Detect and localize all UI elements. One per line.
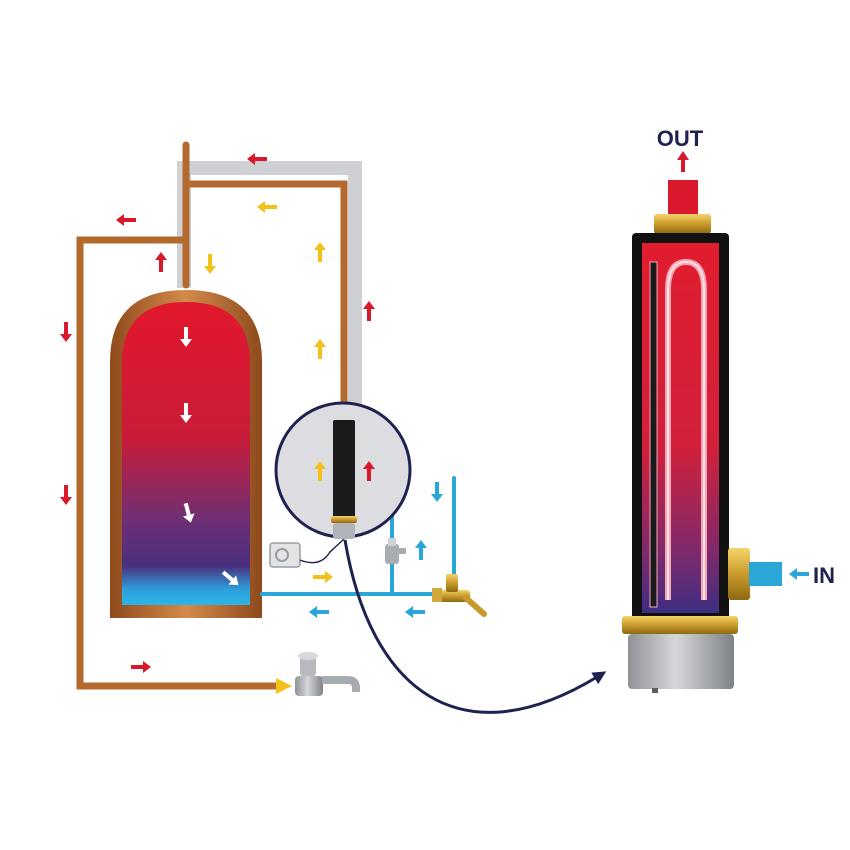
out-arrow-icon (677, 151, 689, 172)
red-arrow-icon (363, 301, 375, 321)
red-arrow-icon (247, 153, 267, 165)
immersion-heater-enlarged (622, 180, 782, 693)
cold-flow-arrows (309, 482, 809, 618)
hot-tap-flow-arrow-icon (276, 678, 292, 694)
immersion-heater-small (333, 420, 355, 520)
outlet-brass-nut (654, 214, 711, 234)
blue-arrow-icon (415, 540, 427, 560)
cold-tap (432, 574, 487, 617)
yellow-arrow-icon (313, 571, 333, 583)
yellow-arrow-icon (257, 201, 277, 213)
out-label: OUT (657, 126, 704, 151)
copper-pipework (76, 141, 348, 690)
inlet-nozzle (749, 562, 782, 586)
sensor-rod (649, 261, 658, 608)
red-arrow-icon (116, 214, 136, 226)
isolation-valve (385, 538, 406, 564)
warm-flow-arrows (204, 201, 333, 583)
hot-tap (295, 652, 360, 696)
magnifier-circle (274, 401, 412, 539)
yellow-arrow-icon (314, 461, 326, 481)
heater-steel-base (628, 634, 734, 689)
storage-tank (110, 290, 262, 618)
heater-brass-collar (622, 616, 738, 634)
red-arrow-icon (155, 252, 167, 272)
tank-water-gradient (122, 302, 250, 605)
hot-outlet-pipe (76, 236, 282, 690)
red-arrow-icon (60, 322, 72, 342)
blue-arrow-icon (431, 482, 443, 502)
in-label: IN (813, 563, 835, 588)
red-arrow-icon (131, 661, 151, 673)
timer-control-box (269, 537, 346, 568)
white-arrow-icon (180, 327, 192, 347)
yellow-arrow-icon (314, 242, 326, 262)
hot-return-pipe (184, 180, 348, 422)
blue-arrow-icon (405, 606, 425, 618)
yellow-arrow-icon (314, 339, 326, 359)
hot-flow-arrows (60, 153, 375, 673)
tank-flow-arrows (180, 327, 239, 586)
inlet-brass-nut (728, 548, 750, 600)
zoom-connector-arrow (343, 539, 607, 714)
white-arrow-icon (182, 502, 195, 523)
red-arrow-icon (363, 461, 375, 481)
white-arrow-icon (180, 403, 192, 423)
red-arrow-icon (60, 485, 72, 505)
blue-arrow-icon (309, 606, 329, 618)
yellow-arrow-icon (204, 254, 216, 274)
outlet-nozzle (668, 180, 698, 216)
white-arrow-icon (221, 570, 239, 586)
blue-arrow-icon (789, 568, 809, 580)
